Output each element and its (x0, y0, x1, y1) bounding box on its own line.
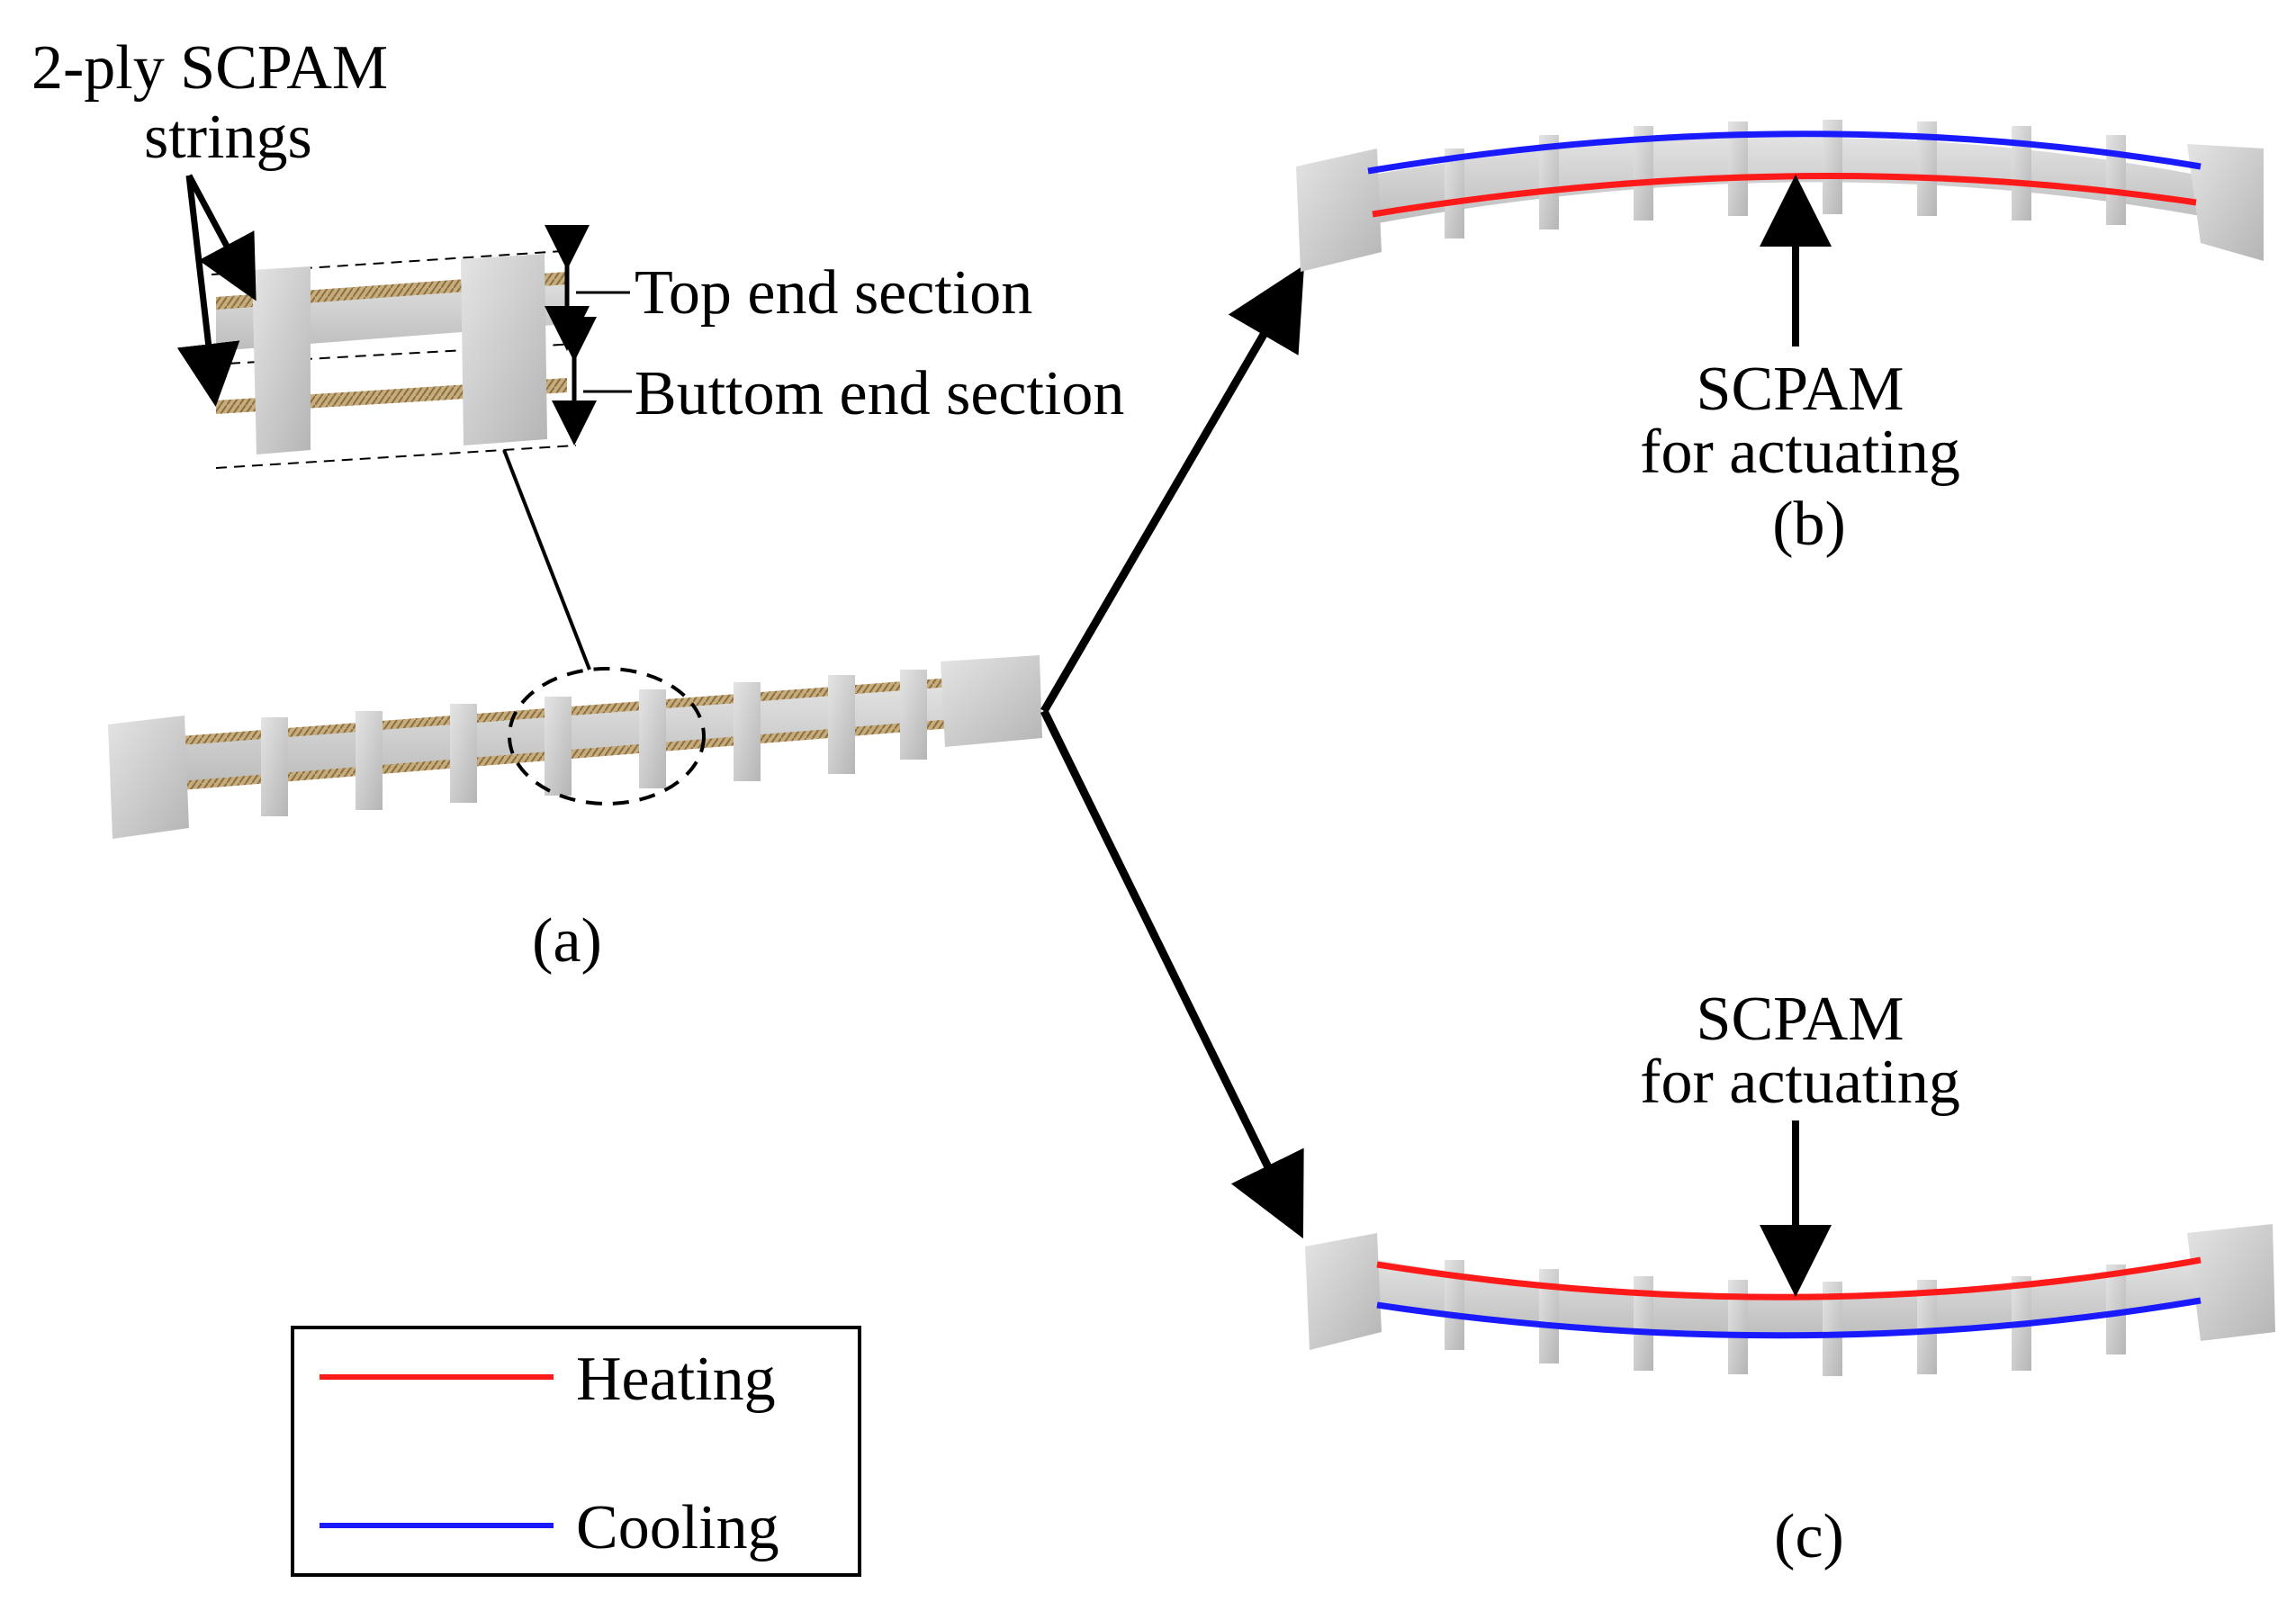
zoom-connector-line (502, 449, 591, 670)
b-cooling-line (1367, 130, 2201, 175)
zoom-inset (176, 174, 632, 469)
c-scpam-label-line1: SCPAM (1697, 985, 1904, 1054)
legend-heating-label: Heating (576, 1345, 776, 1414)
spacer-blocks (261, 670, 927, 816)
b-scpam-label-line2: for actuating (1640, 418, 1960, 487)
left-end-block (108, 716, 189, 839)
zoom-region-ellipse (508, 667, 706, 806)
panel-b-label: (b) (1772, 490, 1846, 559)
legend-cooling-label: Cooling (576, 1493, 779, 1562)
right-end-block (941, 655, 1042, 747)
c-scpam-label-line2: for actuating (1640, 1048, 1960, 1117)
inset-left-block (252, 266, 311, 454)
strings-label-line2: strings (144, 103, 312, 172)
b-right-end-block (2187, 144, 2264, 261)
inset-right-block (461, 254, 547, 446)
b-scpam-label-line1: SCPAM (1697, 355, 1904, 424)
legend-box (291, 1326, 861, 1577)
top-section-label: Top end section (635, 258, 1032, 328)
legend: Heating Cooling (291, 1326, 861, 1577)
bent-actuator-b (1296, 120, 2264, 346)
straight-actuator (108, 449, 1042, 839)
c-left-end-block (1305, 1233, 1382, 1350)
strings-label-line1: 2-ply SCPAM (32, 33, 388, 103)
c-heating-line (1376, 1256, 2201, 1300)
bent-actuator-c (1305, 1120, 2275, 1376)
panel-a-label: (a) (532, 906, 602, 976)
c-right-end-block (2187, 1224, 2275, 1341)
bottom-section-label: Buttom end section (635, 359, 1124, 428)
strings-pointer-arrow-bottom (176, 175, 240, 407)
panel-c-label: (c) (1774, 1502, 1844, 1571)
strings-pointer-arrow-top (185, 174, 257, 302)
b-left-end-block (1296, 148, 1382, 272)
branch-arrow-up (1040, 265, 1305, 714)
branch-arrow-down (1040, 709, 1304, 1239)
c-cooling-line (1376, 1297, 2201, 1339)
